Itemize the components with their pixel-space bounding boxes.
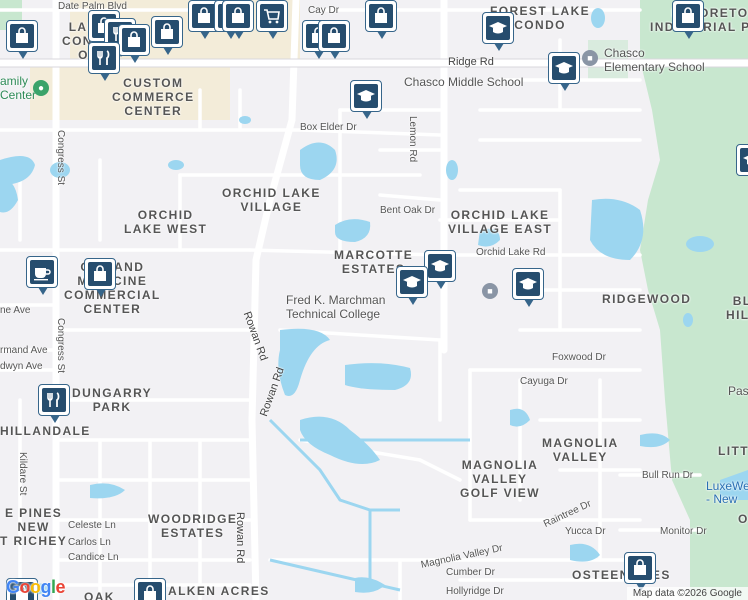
- map-attribution: Map data ©2026 Google: [626, 587, 748, 600]
- map-marker[interactable]: [6, 20, 38, 59]
- street-date-palm-blvd: Date Palm Blvd: [58, 1, 127, 12]
- map-marker[interactable]: [84, 258, 116, 297]
- coffee-icon: [30, 260, 54, 284]
- street-cumber-dr: Cumber Dr: [446, 567, 495, 578]
- school-icon: [428, 254, 452, 278]
- shopping-bag-icon: [192, 4, 216, 28]
- map-marker[interactable]: [88, 42, 120, 81]
- map-marker[interactable]: [424, 250, 456, 289]
- area-magnolia-valley-golf-view: MAGNOLIA VALLEY GOLF VIEW: [460, 458, 540, 500]
- map-marker[interactable]: [38, 384, 70, 423]
- shopping-bag-icon: [10, 582, 34, 600]
- map-marker[interactable]: [26, 256, 58, 295]
- map-marker[interactable]: [482, 12, 514, 51]
- restaurant-icon: [92, 46, 116, 70]
- street-pine-ave: ne Ave: [0, 305, 31, 316]
- street-candice-ln: Candice Ln: [68, 552, 119, 563]
- school-icon: [516, 272, 540, 296]
- area-ridgewood: RIDGEWOOD: [602, 292, 692, 306]
- hospital-icon[interactable]: ●: [33, 80, 49, 96]
- area-marcotte-estates: MARCOTTE ESTATES: [334, 248, 414, 276]
- map-marker[interactable]: [318, 20, 350, 59]
- street-cayuga-dr: Cayuga Dr: [520, 376, 568, 387]
- area-pines-new-port-richey: E PINES NEW T RICHEY: [0, 506, 68, 548]
- area-bl-hill: BL HILL: [726, 294, 748, 322]
- map-marker[interactable]: [512, 268, 544, 307]
- street-yucca-dr: Yucca Dr: [565, 526, 606, 537]
- shopping-bag-icon: [10, 24, 34, 48]
- street-foxwood-dr: Foxwood Dr: [552, 352, 606, 363]
- area-woodridge-estates: WOODRIDGE ESTATES: [148, 512, 238, 540]
- map-marker[interactable]: [736, 144, 748, 176]
- street-cay-dr: Cay Dr: [308, 5, 340, 16]
- shopping-cart-icon: [260, 4, 284, 28]
- poi-pas: Pas: [728, 384, 748, 398]
- school-icon: [552, 56, 576, 80]
- shopping-bag-icon: [369, 4, 393, 28]
- street-congress-st-lower: Congress St: [55, 318, 66, 374]
- google-logo: Google: [6, 577, 66, 597]
- area-oak: OAK: [84, 590, 115, 600]
- school-icon: [740, 148, 748, 172]
- street-orchid-lake-rd: Orchid Lake Rd: [476, 247, 546, 258]
- shopping-bag-icon: [88, 262, 112, 286]
- shopping-bag-icon: [676, 4, 700, 28]
- shopping-bag-icon: [122, 28, 146, 52]
- street-congress-st-upper: Congress St: [55, 130, 66, 186]
- shopping-bag-icon: [138, 582, 162, 600]
- school-small-icon[interactable]: ■: [582, 50, 598, 66]
- map-marker[interactable]: [350, 80, 382, 119]
- area-litt: LITT: [718, 444, 748, 458]
- poi-chasco-middle: Chasco Middle School: [404, 75, 524, 89]
- street-box-elder-dr: Box Elder Dr: [300, 122, 357, 133]
- school-icon: [354, 84, 378, 108]
- map-marker[interactable]: [548, 52, 580, 91]
- poi-luxewell: LuxeWe - New: [706, 479, 748, 506]
- shopping-bag-icon: [322, 24, 346, 48]
- area-dungarry-park: DUNGARRY PARK: [72, 386, 153, 414]
- area-hillandale: HILLANDALE: [0, 424, 91, 438]
- road-ridge-rd: Ridge Rd: [448, 56, 494, 68]
- street-celeste-ln: Celeste Ln: [68, 520, 116, 531]
- area-custom-commerce-center: CUSTOM COMMERCE CENTER: [112, 76, 195, 118]
- map-marker[interactable]: [672, 0, 704, 39]
- street-lemon-rd: Lemon Rd: [407, 116, 418, 163]
- map-marker[interactable]: [151, 16, 183, 55]
- area-orchid-lake-village: ORCHID LAKE VILLAGE: [222, 186, 321, 214]
- map-marker[interactable]: [365, 0, 397, 39]
- street-bull-run-dr: Bull Run Dr: [642, 470, 694, 481]
- poi-marchman-technical-college: Fred K. Marchman Technical College: [286, 293, 386, 321]
- road-rowan-rd-lower: Rowan Rd: [234, 512, 246, 564]
- street-kildare-st: Kildare St: [17, 452, 28, 496]
- map-marker[interactable]: [256, 0, 288, 39]
- shopping-bag-icon: [628, 556, 652, 580]
- street-monitor-dr: Monitor Dr: [660, 526, 707, 537]
- area-orchid-lake-west: ORCHID LAKE WEST: [124, 208, 208, 236]
- restaurant-icon: [42, 388, 66, 412]
- area-magnolia-valley: MAGNOLIA VALLEY: [542, 436, 619, 464]
- map-marker[interactable]: [624, 552, 656, 591]
- area-o-right: O: [738, 512, 748, 526]
- street-dermand-ave: rmand Ave: [0, 345, 48, 356]
- school-icon: [400, 270, 424, 294]
- shopping-bag-icon: [226, 4, 250, 28]
- school-small-icon[interactable]: ■: [482, 283, 498, 299]
- map-marker[interactable]: [134, 578, 166, 600]
- street-bent-oak-dr: Bent Oak Dr: [380, 205, 436, 216]
- school-icon: [486, 16, 510, 40]
- street-edwyn-ave: dwyn Ave: [0, 361, 43, 372]
- map-marker[interactable]: [6, 578, 38, 600]
- map-marker[interactable]: [118, 24, 150, 63]
- map-marker[interactable]: [222, 0, 254, 39]
- street-carlos-ln: Carlos Ln: [68, 537, 111, 548]
- poi-chasco-elementary: Chasco Elementary School: [604, 46, 705, 74]
- area-orchid-lake-village-east: ORCHID LAKE VILLAGE EAST: [448, 208, 553, 236]
- area-falken-acres: ALKEN ACRES: [168, 584, 270, 598]
- poi-family-center: amily Center: [0, 74, 37, 102]
- map-marker[interactable]: [396, 266, 428, 305]
- street-hollyridge-dr: Hollyridge Dr: [446, 586, 504, 597]
- shopping-bag-icon: [155, 20, 179, 44]
